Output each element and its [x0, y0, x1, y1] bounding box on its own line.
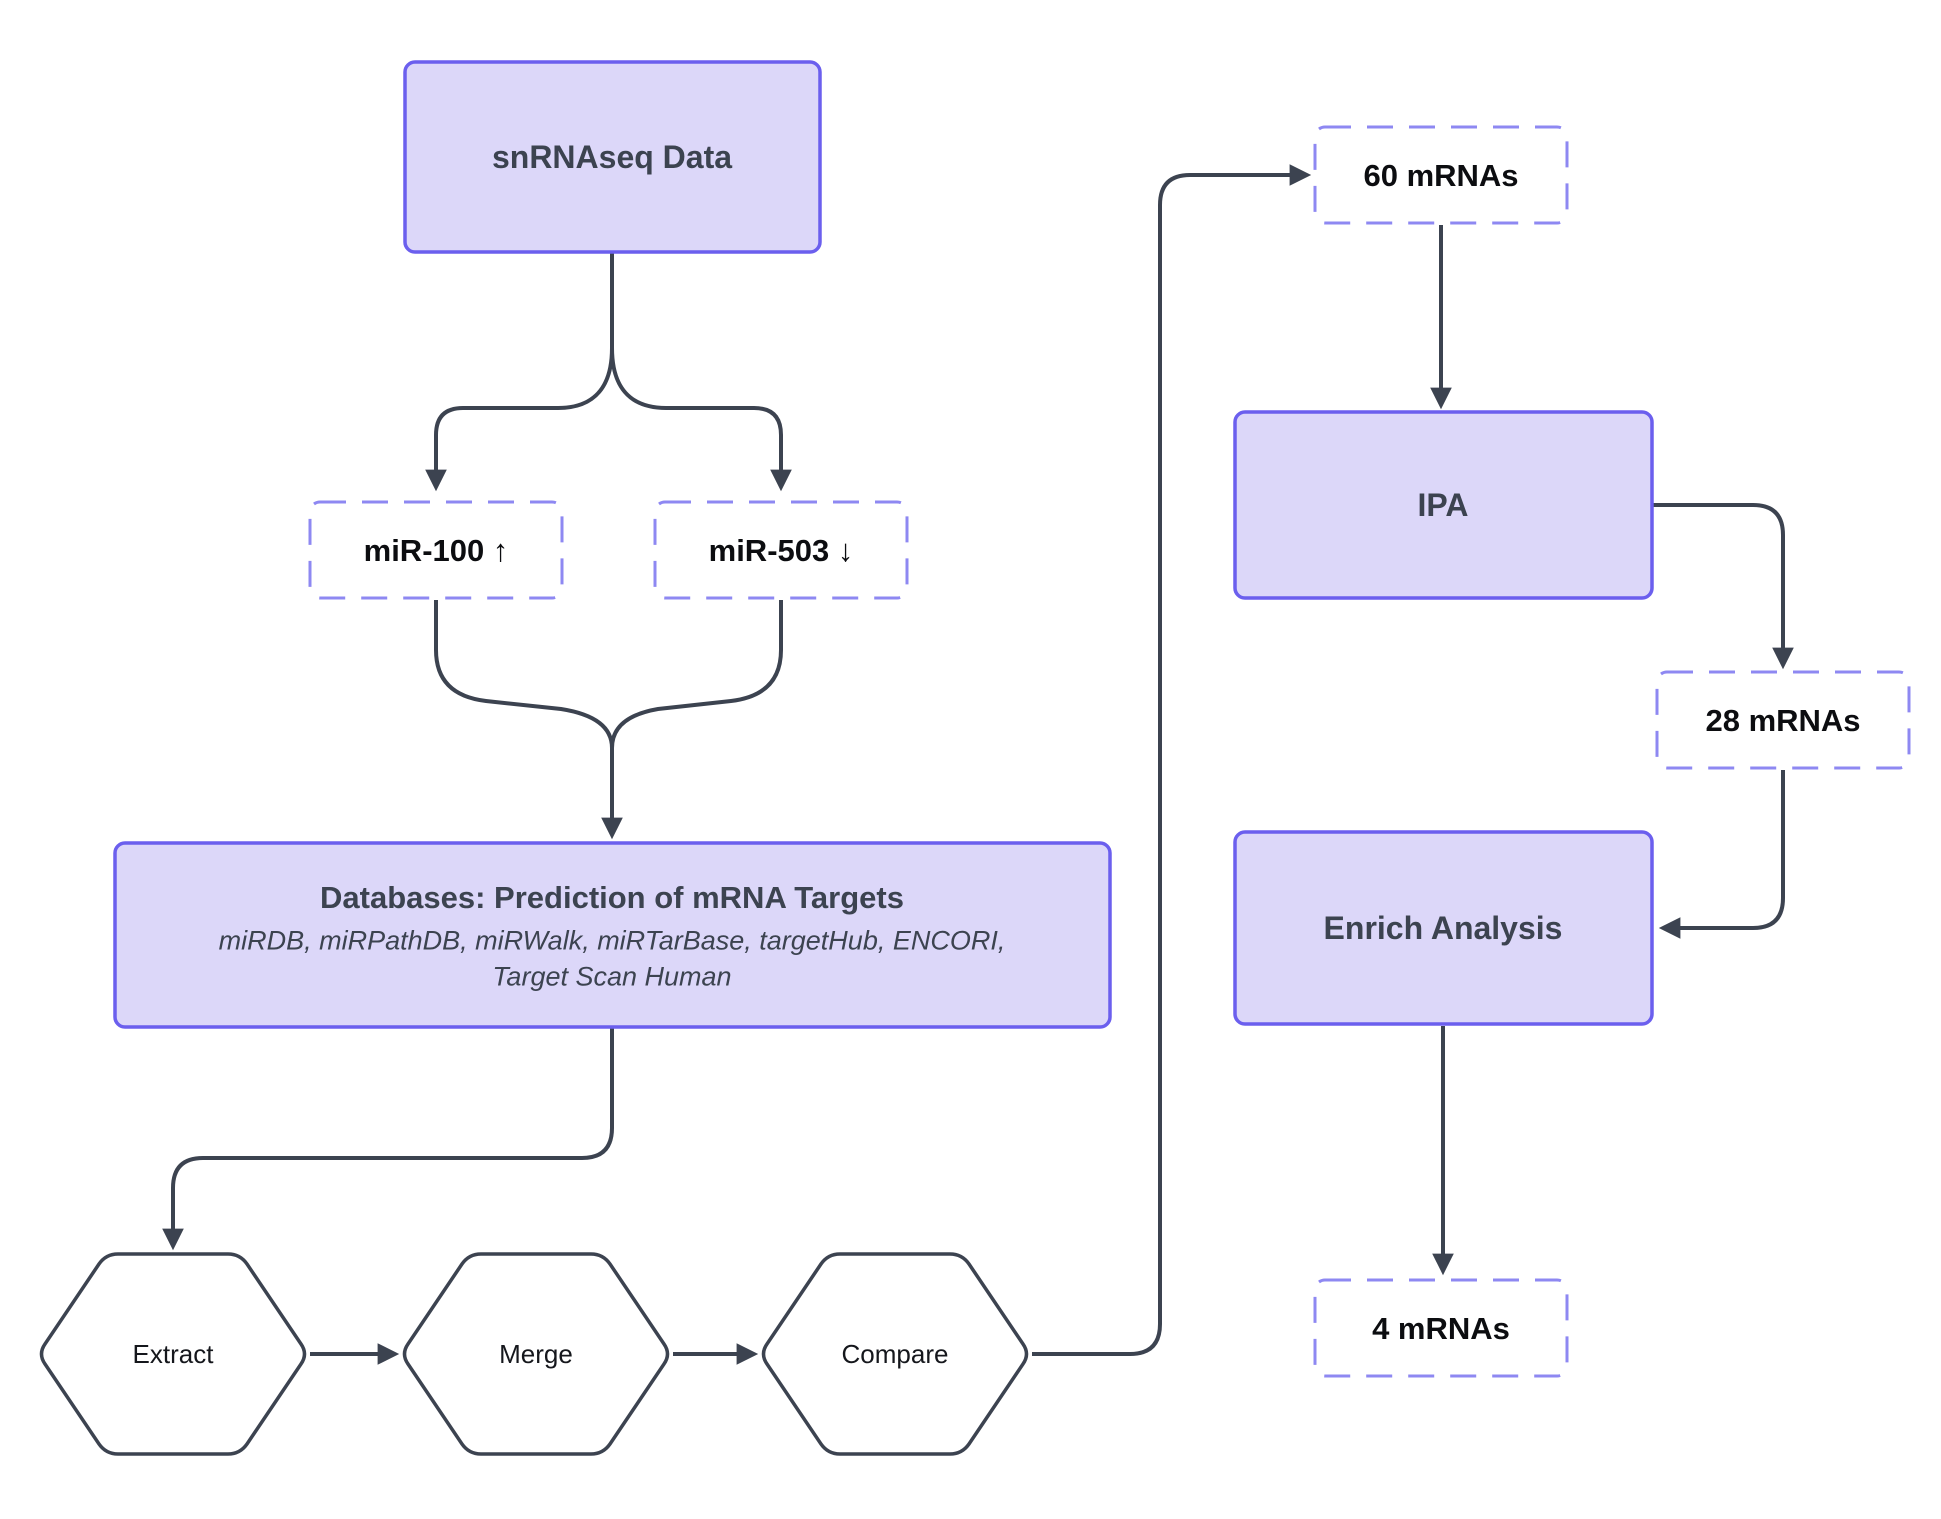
node-snrnaseq-data: snRNAseq Data	[403, 60, 822, 254]
extract-hexagon	[39, 1252, 307, 1456]
mir100-label: miR-100 ↑	[364, 533, 509, 568]
28-mrnas-box	[1655, 670, 1911, 770]
node-enrich-analysis: Enrich Analysis	[1233, 830, 1654, 1026]
node-merge: Merge	[402, 1252, 670, 1456]
edge-28mrnas-to-enrich	[1658, 770, 1785, 939]
4-mrnas-box	[1313, 1278, 1569, 1378]
databases-title: Databases: Prediction of mRNA Targets	[320, 880, 904, 915]
edge-ipa-to-28mrnas	[1652, 503, 1794, 670]
edge-databases-to-extract	[162, 1027, 614, 1251]
extract-label: Extract	[133, 1339, 215, 1369]
enrich-analysis-label: Enrich Analysis	[1324, 910, 1563, 946]
compare-hexagon	[761, 1252, 1029, 1456]
node-mir100: miR-100 ↑	[308, 500, 564, 600]
60-mrnas-box	[1313, 125, 1569, 225]
node-28-mrnas: 28 mRNAs	[1655, 670, 1911, 770]
node-60-mrnas: 60 mRNAs	[1313, 125, 1569, 225]
connectors	[162, 164, 1794, 1365]
compare-label: Compare	[842, 1339, 949, 1369]
edge-compare-to-60mrnas	[1032, 164, 1312, 1356]
edge-mir100-merge	[434, 600, 614, 749]
merge-label: Merge	[499, 1339, 573, 1369]
node-compare: Compare	[761, 1252, 1029, 1456]
edge-mir503-merge	[610, 600, 783, 749]
node-mir503: miR-503 ↓	[653, 500, 909, 600]
databases-subtitle-line1: miRDB, miRPathDB, miRWalk, miRTarBase, t…	[219, 925, 1006, 955]
ipa-box	[1233, 410, 1654, 600]
node-4-mrnas: 4 mRNAs	[1313, 1278, 1569, 1378]
edge-snrnaseq-to-mir503	[610, 347, 792, 492]
60-mrnas-label: 60 mRNAs	[1363, 158, 1518, 193]
mir503-label: miR-503 ↓	[709, 533, 854, 568]
enrich-analysis-box	[1233, 830, 1654, 1026]
edge-snrnaseq-to-mir100	[425, 347, 614, 492]
mir100-box	[308, 500, 564, 600]
databases-subtitle-line2: Target Scan Human	[492, 961, 731, 991]
mir503-box	[653, 500, 909, 600]
node-extract: Extract	[39, 1252, 307, 1456]
merge-hexagon	[402, 1252, 670, 1456]
snrnaseq-label: snRNAseq Data	[492, 139, 732, 175]
snrnaseq-box	[403, 60, 822, 254]
node-databases: Databases: Prediction of mRNA Targets mi…	[113, 841, 1112, 1029]
28-mrnas-label: 28 mRNAs	[1705, 703, 1860, 738]
ipa-label: IPA	[1418, 487, 1469, 523]
4-mrnas-label: 4 mRNAs	[1372, 1311, 1510, 1346]
node-ipa: IPA	[1233, 410, 1654, 600]
databases-box	[113, 841, 1112, 1029]
